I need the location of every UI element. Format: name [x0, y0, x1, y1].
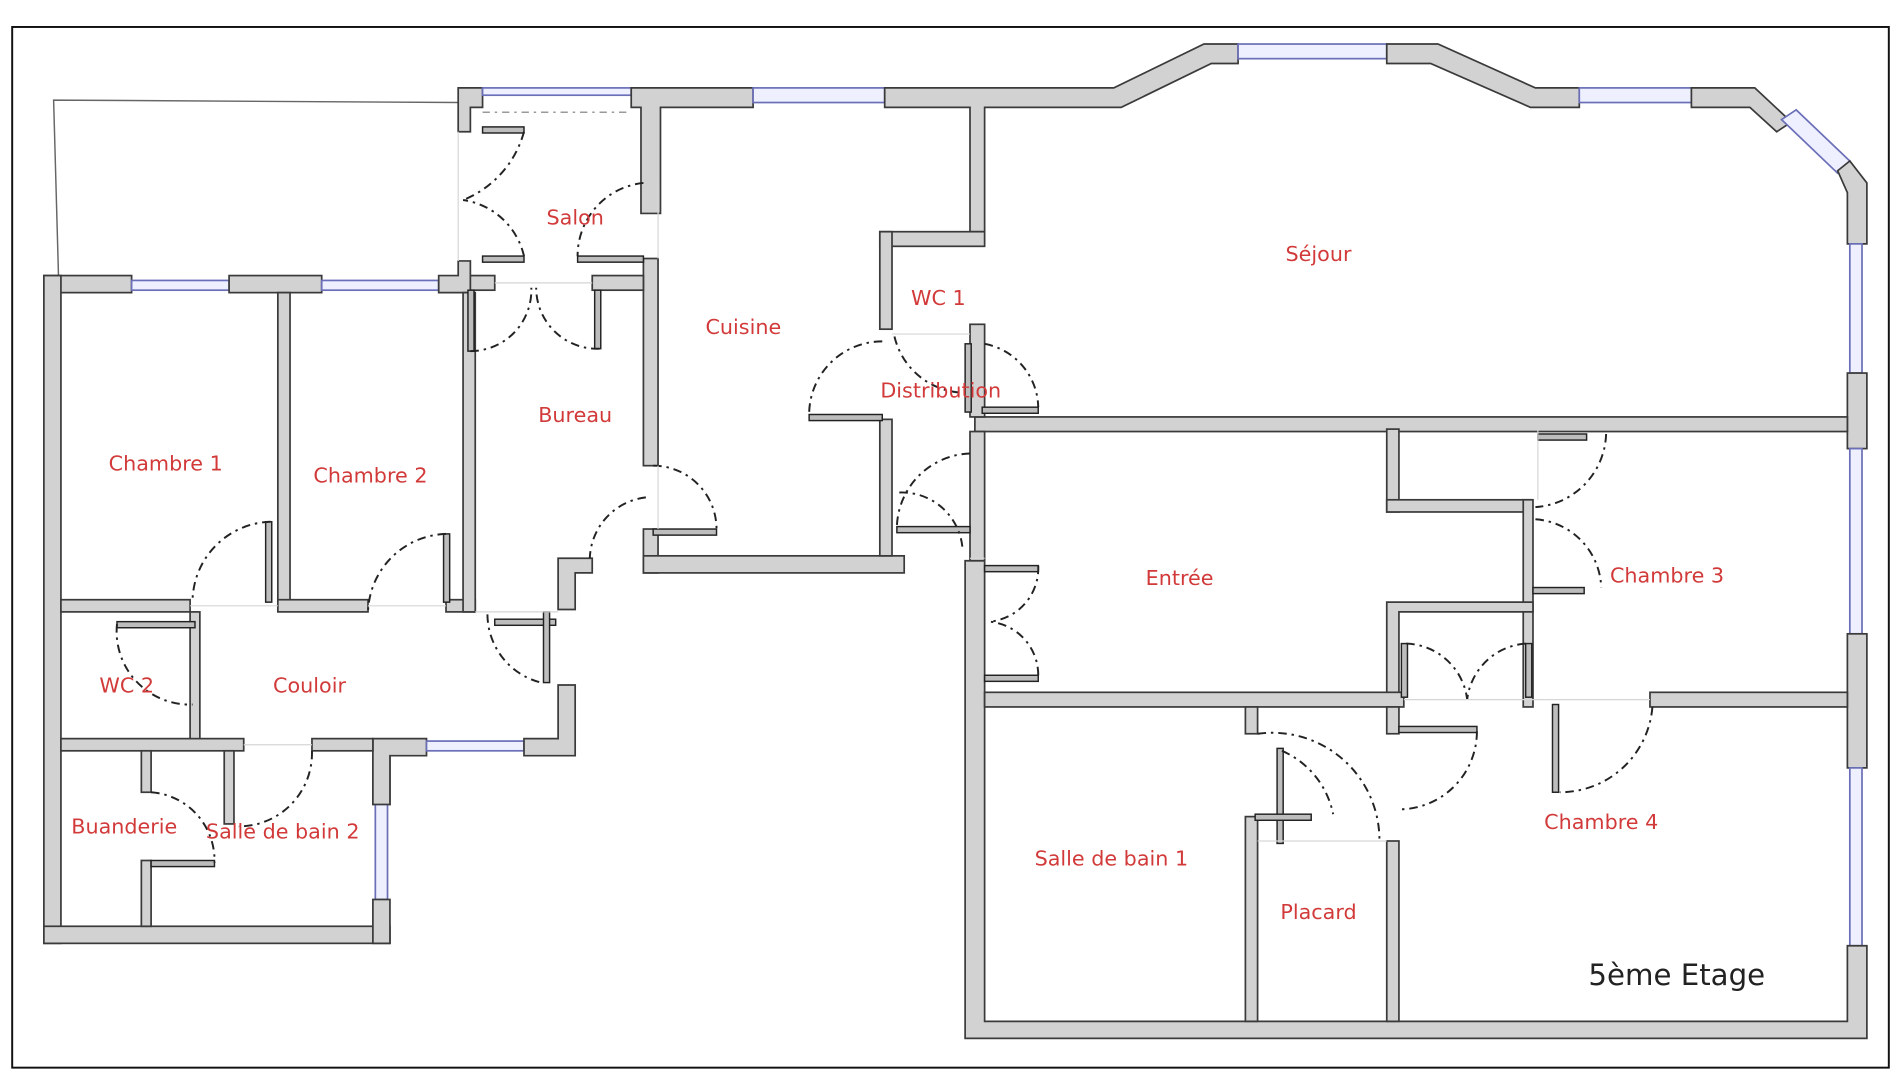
room-label-chambre3: Chambre 3 [1610, 564, 1724, 588]
room-label-chambre4: Chambre 4 [1544, 810, 1658, 834]
room-label-sdb1: Salle de bain 1 [1035, 846, 1189, 870]
room-label-distribution: Distribution [880, 378, 1001, 402]
room-label-couloir: Couloir [273, 673, 346, 697]
walls [43, 43, 1868, 1040]
room-label-sdb2: Salle de bain 2 [206, 820, 360, 844]
room-label-cuisine: Cuisine [705, 315, 781, 339]
room-label-chambre1: Chambre 1 [109, 452, 223, 476]
room-label-wc1: WC 1 [911, 286, 966, 310]
terrace-outline [52, 99, 459, 276]
room-label-chambre2: Chambre 2 [313, 464, 427, 488]
room-label-salon: Salon [546, 205, 603, 229]
room-labels: Salon Cuisine Séjour WC 1 Distribution B… [71, 205, 1765, 991]
room-label-bureau: Bureau [538, 403, 612, 427]
plan-frame [11, 25, 1890, 1069]
room-label-wc2: WC 2 [99, 673, 154, 697]
room-label-entree: Entrée [1146, 566, 1214, 590]
room-label-sejour: Séjour [1286, 242, 1352, 266]
room-label-buanderie: Buanderie [71, 815, 177, 839]
threshold-lines [190, 131, 1650, 842]
floor-label: 5ème Etage [1588, 958, 1765, 992]
room-label-placard: Placard [1280, 900, 1356, 924]
door-swings [115, 131, 1654, 863]
